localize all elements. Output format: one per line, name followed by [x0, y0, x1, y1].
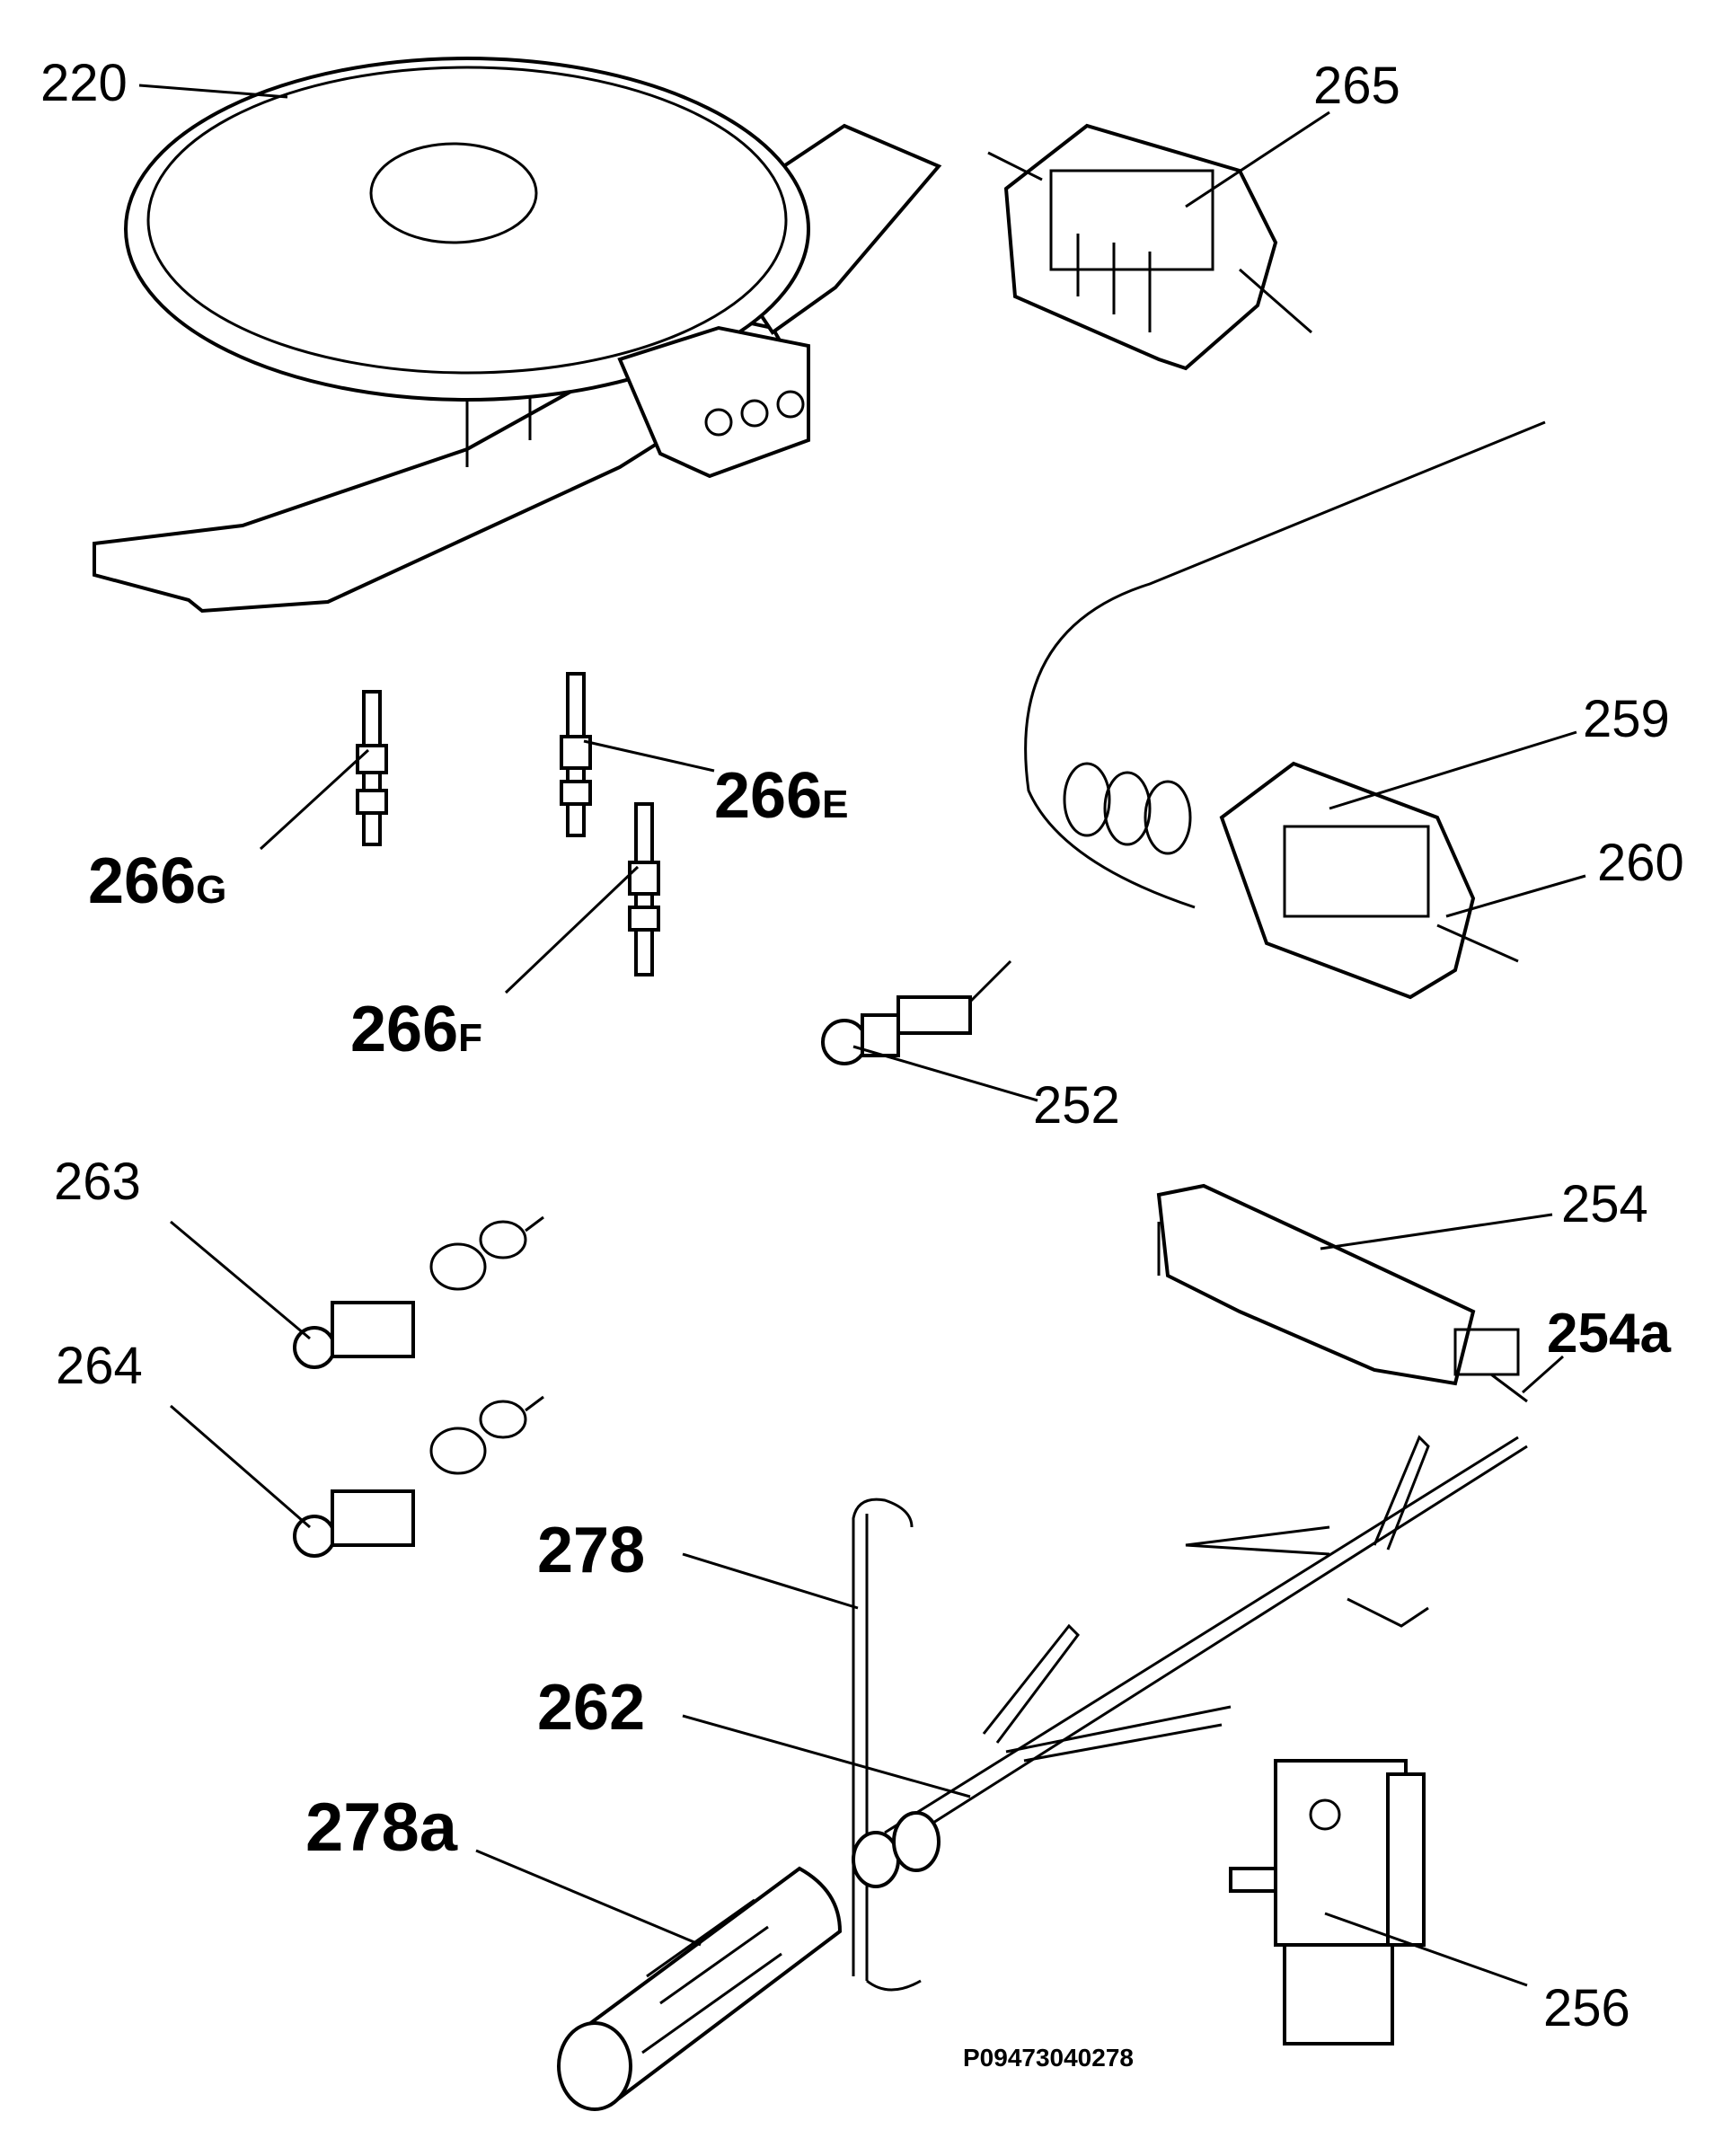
pin-266g [356, 690, 388, 846]
label-266f: 266F [350, 994, 482, 1065]
label-254: 254 [1561, 1175, 1648, 1233]
pilot-light-264 [293, 1395, 544, 1558]
label-266g: 266G [88, 845, 226, 917]
leader-266g [259, 748, 370, 851]
lamp-252 [821, 959, 1012, 1065]
leader-265 [1185, 110, 1330, 208]
leader-259 [1329, 730, 1577, 810]
switch-265 [987, 123, 1312, 371]
pin-266f [628, 802, 660, 976]
label-252: 252 [1033, 1076, 1120, 1135]
label-259: 259 [1583, 690, 1670, 748]
timer-256 [1229, 1759, 1426, 2046]
label-256: 256 [1543, 1979, 1630, 2037]
leader-262 [682, 1714, 971, 1798]
hotplate-220 [93, 57, 942, 614]
drawing-code: P09473040278 [963, 2044, 1134, 2072]
label-254a: 254a [1547, 1303, 1671, 1365]
spit-262 [852, 1435, 1528, 1888]
leader-263 [170, 1220, 311, 1340]
label-265: 265 [1313, 57, 1400, 115]
leader-266f [504, 865, 640, 994]
label-266f-number: 266 [350, 994, 458, 1065]
leader-278 [682, 1552, 859, 1610]
label-278: 278 [537, 1515, 645, 1586]
label-266f-suffix: F [458, 1016, 482, 1060]
label-266e: 266E [714, 760, 849, 832]
thermostat-259-260 [1024, 420, 1546, 1000]
label-260: 260 [1597, 834, 1684, 892]
leader-254a [1522, 1355, 1564, 1394]
label-266e-suffix: E [822, 782, 848, 826]
leader-266e [583, 739, 715, 773]
cylinder-278a [557, 1866, 843, 2111]
leader-256 [1324, 1912, 1528, 1987]
leader-260 [1445, 874, 1586, 918]
label-263: 263 [54, 1153, 141, 1211]
leader-254 [1320, 1213, 1553, 1250]
label-220: 220 [40, 54, 128, 112]
leader-252 [852, 1045, 1038, 1102]
label-266g-suffix: G [196, 868, 226, 912]
label-266e-number: 266 [714, 760, 822, 832]
hook-278 [852, 1498, 922, 1992]
leader-278a [475, 1849, 702, 1947]
pin-266e [560, 672, 592, 837]
label-264: 264 [56, 1337, 143, 1395]
element-254 [1156, 1183, 1528, 1403]
leader-264 [170, 1404, 311, 1529]
leader-220 [138, 84, 288, 99]
label-262: 262 [537, 1672, 645, 1744]
label-278a: 278a [305, 1789, 458, 1866]
label-266g-number: 266 [88, 845, 196, 917]
pilot-light-263 [293, 1215, 544, 1369]
